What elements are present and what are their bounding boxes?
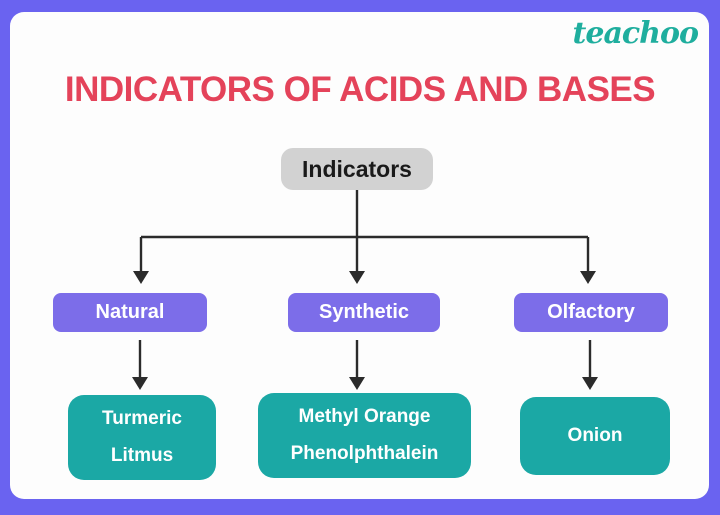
arrowhead-left <box>133 271 149 284</box>
node-olfactory-examples: Onion <box>520 397 670 475</box>
arrowhead-right <box>580 271 596 284</box>
node-synthetic-examples: Methyl Orange Phenolphthalein <box>258 393 471 478</box>
node-olfactory: Olfactory <box>514 293 668 332</box>
page-title: INDICATORS OF ACIDS AND BASES <box>64 70 656 109</box>
node-natural-examples: Turmeric Litmus <box>68 395 216 480</box>
example-phenolphthalein: Phenolphthalein <box>290 442 439 464</box>
arrowhead-olfactory <box>582 377 598 390</box>
arrowhead-synthetic <box>349 377 365 390</box>
arrowhead-center <box>349 271 365 284</box>
node-synthetic: Synthetic <box>288 293 440 332</box>
teachoo-logo: teachoo <box>572 16 699 51</box>
node-indicators: Indicators <box>281 148 433 190</box>
example-methyl-orange: Methyl Orange <box>298 406 431 428</box>
node-natural: Natural <box>53 293 207 332</box>
example-turmeric: Turmeric <box>102 408 182 430</box>
example-litmus: Litmus <box>110 444 174 466</box>
arrowhead-natural <box>132 377 148 390</box>
example-onion: Onion <box>567 424 623 446</box>
